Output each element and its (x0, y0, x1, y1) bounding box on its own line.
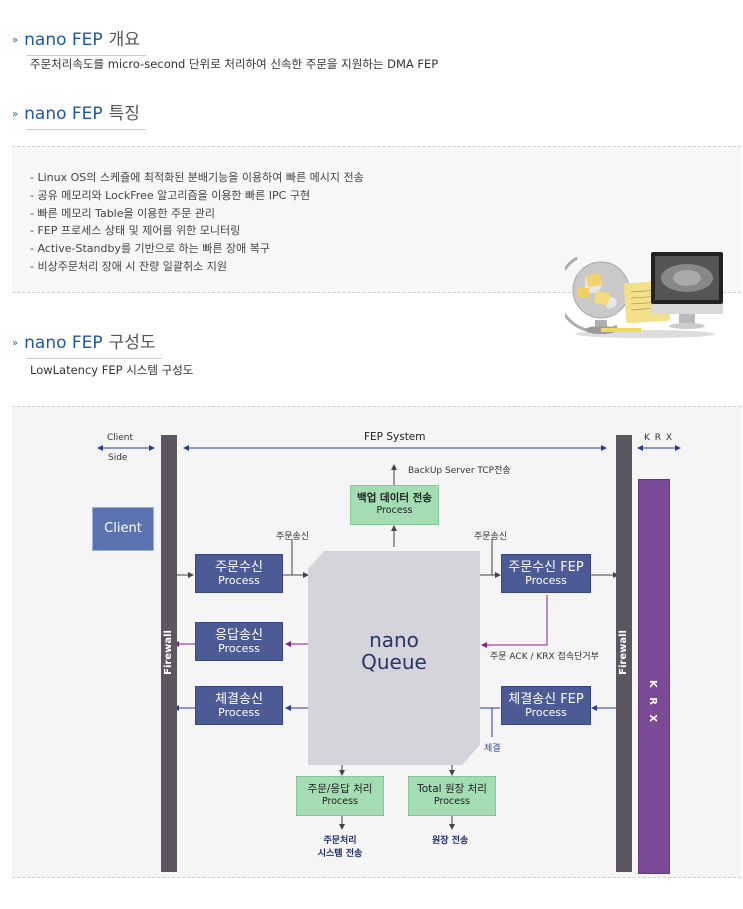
globe-icon (565, 256, 630, 334)
total-ledger-line2: Process (433, 796, 471, 807)
order-receive-fep-line1: 주문수신 FEP (508, 560, 584, 575)
features-heading: » nano FEP 특징 (12, 102, 146, 130)
ack-label: 주문 ACK / KRX 접속단거부 (490, 652, 599, 662)
firewall-left: Firewall (161, 435, 177, 872)
firewall-right: Firewall (616, 435, 632, 872)
order-receive-fep-line2: Process (525, 574, 567, 587)
backup-box-line1: 백업 데이터 전송 (357, 492, 432, 504)
ack-arrow (481, 595, 548, 648)
response-send-line2: Process (218, 642, 260, 655)
features-list: - Linux OS의 스케쥴에 최적화된 분배기능을 이용하여 빠른 메시지 … (30, 169, 364, 276)
execution-send-line2: Process (218, 706, 260, 719)
list-item: - 비상주문처리 장애 시 잔량 일괄취소 지원 (30, 259, 227, 273)
response-send-process: 응답송신 Process (195, 622, 283, 661)
backup-server-label: BackUp Server TCP전송 (408, 466, 511, 476)
order-receive-process: 주문수신 Process (195, 554, 283, 593)
list-item: - 공유 메모리와 LockFree 알고리즘을 이용한 빠른 IPC 구현 (30, 188, 311, 202)
architecture-title-ko: 구성도 (108, 333, 156, 353)
firewall-right-label: Firewall (618, 630, 629, 675)
architecture-heading: » nano FEP 구성도 (12, 331, 162, 359)
execution-send-fep-process: 체결송신 FEP Process (501, 686, 591, 725)
client-label: Client (104, 521, 142, 536)
response-send-line1: 응답송신 (215, 628, 263, 643)
client-side-line2-label: Side (108, 453, 128, 463)
execution-label: 체결 (484, 744, 501, 754)
execution-send-line1: 체결송신 (215, 692, 263, 707)
order-send-left-label: 주문송신 (276, 532, 310, 542)
fep-system-label: FEP System (364, 431, 426, 443)
ledger-send-label: 원장 전송 (432, 836, 469, 846)
order-response-line2: Process (321, 796, 359, 807)
overview-title-ko: 개요 (108, 30, 140, 50)
order-send-right-label: 주문송신 (474, 532, 508, 542)
heading-bullet-icon: » (12, 35, 19, 46)
architecture-title-en: nano FEP (24, 333, 103, 353)
heading-underline (26, 55, 146, 56)
heading-bullet-icon: » (12, 338, 19, 349)
list-item: - FEP 프로세스 상태 및 제어를 위한 모니터링 (30, 224, 241, 238)
queue-line2: Queue (361, 650, 427, 674)
krx-bar: K R X (638, 479, 670, 874)
backup-box-line2: Process (376, 505, 413, 516)
client-box: Client (92, 507, 154, 551)
execution-send-fep-line1: 체결송신 FEP (508, 692, 584, 707)
order-receive-line2: Process (218, 574, 260, 587)
firewall-left-label: Firewall (163, 630, 174, 675)
heading-underline (26, 358, 162, 359)
overview-title-en: nano FEP (24, 30, 103, 50)
order-response-line1: 주문/응답 처리 (307, 783, 373, 795)
client-side-label: Client (106, 433, 134, 443)
features-title-ko: 특징 (108, 104, 140, 124)
heading-bullet-icon: » (12, 109, 19, 120)
list-item: - Active-Standby를 기반으로 하는 빠른 장애 복구 (30, 242, 270, 256)
order-system-line2: 시스템 전송 (317, 849, 363, 859)
globe-monitor-illustration (565, 252, 723, 338)
nano-queue-shape (308, 551, 480, 765)
backup-process-box: 백업 데이터 전송 Process (350, 485, 439, 525)
queue-line1: nano (369, 628, 419, 652)
order-receive-line1: 주문수신 (215, 560, 263, 575)
diagram-connectors (97, 445, 681, 830)
overview-description: 주문처리속도를 micro-second 단위로 처리하여 신속한 주문을 지원… (30, 57, 439, 71)
features-title-en: nano FEP (24, 104, 103, 124)
list-item: - Linux OS의 스케쥴에 최적화된 분배기능을 이용하여 빠른 메시지 … (30, 171, 364, 184)
overview-heading: » nano FEP 개요 (12, 28, 146, 56)
nano-queue-label: nano Queue (308, 629, 480, 673)
architecture-diagram: Client Side FEP System K R X BackUp Serv… (12, 406, 741, 878)
client-side-line1: Client (106, 433, 134, 443)
execution-send-process: 체결송신 Process (195, 686, 283, 725)
total-ledger-line1: Total 원장 처리 (417, 783, 487, 795)
monitor-icon (651, 252, 723, 329)
order-system-send-label: 주문처리 시스템 전송 (308, 833, 372, 859)
order-system-line1: 주문처리 (323, 836, 357, 846)
total-ledger-process: Total 원장 처리 Process (408, 776, 496, 816)
order-receive-fep-process: 주문수신 FEP Process (501, 554, 591, 593)
krx-bar-label: K R X (647, 680, 658, 726)
heading-underline (26, 129, 146, 130)
architecture-description: LowLatency FEP 시스템 구성도 (30, 363, 194, 377)
list-item: - 빠른 메모리 Table을 이용한 주문 관리 (30, 206, 215, 220)
order-response-process: 주문/응답 처리 Process (296, 776, 384, 816)
execution-send-fep-line2: Process (525, 706, 567, 719)
krx-top-label: K R X (644, 433, 674, 443)
